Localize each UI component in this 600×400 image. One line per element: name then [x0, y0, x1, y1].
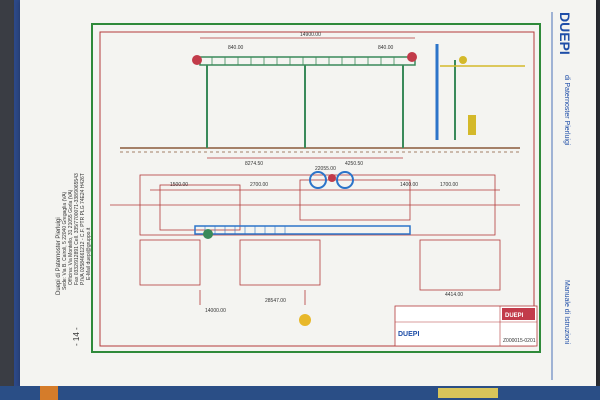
inner-frame	[99, 31, 535, 347]
drawing-frame	[91, 23, 541, 353]
hook-icon	[299, 314, 311, 326]
company-line-6: E-Mail duepi@gruppo.it	[86, 227, 92, 280]
drawing-number: Z000015-0201	[503, 338, 536, 344]
elevation-view: 14900.00 840.00 840.00	[120, 32, 525, 167]
brand-subtitle: di Paternoster Pierluigi	[563, 75, 570, 146]
hoist-icon	[459, 56, 467, 64]
title-name: DUEPI	[398, 331, 419, 338]
dim-plan-b: 1500.00	[170, 182, 188, 188]
dim-pos-a: 8274.50	[245, 161, 263, 167]
dim-plan-a: 22055.00	[315, 166, 336, 172]
company-line-4: Fax 0332/912891 Cell. 335/7700071-338/90…	[74, 173, 80, 285]
svg-text:DUEPI: DUEPI	[505, 313, 524, 319]
dim-plan-e: 1400.00	[400, 182, 418, 188]
dim-bottom-b: 28547.00	[265, 298, 286, 304]
company-block: Duepi di Paternoster Pierluigi Sede: Via…	[56, 173, 92, 295]
notebook-cover-edge	[0, 386, 600, 400]
company-line-5: P.IVA 02584661212 - C.F. PTR PLG 74E24 H…	[80, 173, 86, 285]
dim-plan-c: 2700.00	[250, 182, 268, 188]
page-number: - 14 -	[72, 327, 81, 346]
dim-plan-d: 1700.00	[440, 182, 458, 188]
orange-tab	[40, 386, 58, 400]
manual-title: Manuale di Istruzioni	[563, 280, 570, 345]
dim-bottom-c: 4414.00	[445, 292, 463, 298]
company-line-2: Sede: Via B. Cairoli, 5 22040 Gregaglia …	[62, 191, 68, 290]
title-logo	[502, 308, 535, 320]
dim-pos-b: 4250.50	[345, 161, 363, 167]
trolley-right-icon	[407, 52, 417, 62]
dim-top-span: 14900.00	[300, 32, 321, 38]
dim-top-right: 840.00	[378, 45, 394, 51]
brand-logo: DUEPI	[557, 12, 573, 55]
company-line-3: Officina: Via Montello, 31 21055 Gorla (…	[68, 189, 74, 285]
yellow-tab	[438, 388, 498, 398]
title-block: DUEPI DUEPI Z000015-0201	[394, 305, 538, 347]
dim-bottom-a: 14000.00	[205, 308, 226, 314]
binder-spine	[14, 0, 24, 400]
plan-view	[110, 174, 520, 305]
dim-top-left: 840.00	[228, 45, 244, 51]
trolley-left-icon	[192, 55, 202, 65]
conveyor-track	[194, 225, 411, 235]
company-line-1: Duepi di Paternoster Pierluigi	[56, 217, 62, 295]
machine-cluster-icon	[203, 171, 354, 239]
